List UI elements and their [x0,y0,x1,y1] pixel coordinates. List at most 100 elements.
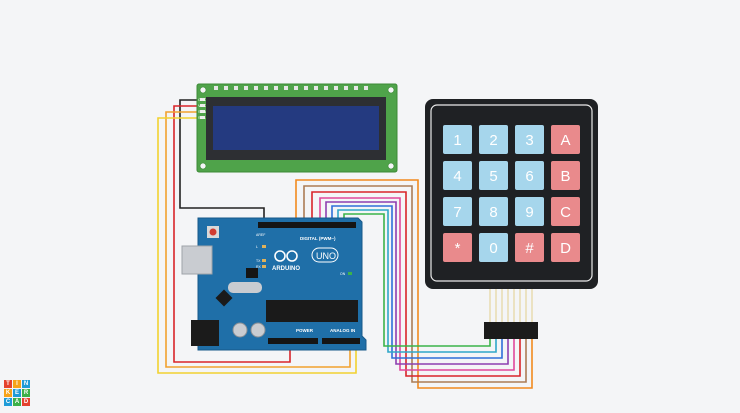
key-A[interactable]: A [551,125,580,154]
key-8[interactable]: 8 [479,197,508,226]
lcd-pin-gnd: GND [198,97,207,102]
uno-badge [311,247,339,263]
key-D[interactable]: D [551,233,580,262]
key-5[interactable]: 5 [479,161,508,190]
lcd-display[interactable]: GND VCC SDA SCL [196,83,398,173]
wire-keypad-5[interactable] [325,201,509,365]
key-label: C [560,204,571,221]
on-label: ON [340,272,346,276]
power-jack [191,320,219,346]
analog-header [322,338,360,344]
key-cap [551,233,580,262]
wire-keypad-7[interactable] [337,209,497,353]
key-label: B [560,168,570,185]
aref-label: AREF [256,233,265,237]
key-cap [443,161,472,190]
key-cap [443,233,472,262]
wire-vcc[interactable] [173,105,291,363]
key-cap [443,125,472,154]
key-star[interactable]: * [443,233,472,262]
key-cap [479,125,508,154]
key-6[interactable]: 6 [515,161,544,190]
key-cap [515,161,544,190]
key-cap [551,197,580,226]
key-1[interactable]: 1 [443,125,472,154]
arduino-logo [274,250,298,262]
key-label: 1 [453,132,461,149]
key-C[interactable]: C [551,197,580,226]
key-label: 2 [489,132,497,149]
key-label: 3 [525,132,533,149]
keypad-connector [484,322,538,339]
usb-chip [215,289,233,307]
capacitor-2 [250,322,266,338]
wire-keypad-3[interactable] [311,191,521,377]
key-cap [479,197,508,226]
key-label: 0 [489,240,497,257]
key-cap [515,197,544,226]
wire-gnd[interactable] [179,99,265,222]
led-label-l: L [256,245,258,249]
arduino-uno[interactable]: ARDUINO UNO DIGITAL (PWM~) AREF POWER AN… [181,217,367,351]
power-header [268,338,318,344]
wire-keypad-1[interactable] [295,179,533,389]
digital-label: DIGITAL (PWM~) [300,236,336,241]
lcd-pin-scl: SCL [198,115,207,120]
led-rx [262,265,266,268]
led-on [348,272,352,275]
lcd-pin-sda: SDA [198,109,207,114]
key-cap [551,125,580,154]
key-label: # [525,240,534,257]
key-cap [479,161,508,190]
key-2[interactable]: 2 [479,125,508,154]
keypad-border [430,104,593,282]
capacitor-1 [232,322,248,338]
key-label: 6 [525,168,533,185]
usb-connector [181,245,213,275]
keypad-ribbon [489,289,533,322]
logo-letter: C [4,398,12,406]
logo-letter: T [4,380,12,388]
wire-sda[interactable] [165,111,351,368]
crystal [228,282,262,293]
arduino-model: UNO [316,251,336,261]
key-3[interactable]: 3 [515,125,544,154]
lcd-screen [213,106,379,150]
key-label: 8 [489,204,497,221]
led-tx [262,259,266,262]
logo-letter: A [13,398,21,406]
power-label: POWER [296,328,314,333]
arduino-brand: ARDUINO [272,266,300,272]
key-7[interactable]: 7 [443,197,472,226]
wire-keypad-2[interactable] [303,185,527,383]
key-B[interactable]: B [551,161,580,190]
icsp-header [246,268,258,278]
logo-letter: E [13,389,21,397]
key-9[interactable]: 9 [515,197,544,226]
analog-label: ANALOG IN [330,328,355,333]
led-label-rx: RX [256,265,262,269]
wire-keypad-6[interactable] [331,205,503,359]
led-label-tx: TX [256,259,261,263]
led-l [262,245,266,248]
logo-letter: N [22,380,30,388]
key-cap [443,197,472,226]
key-cap [551,161,580,190]
wire-keypad-8[interactable] [343,213,491,347]
key-cap [515,125,544,154]
lcd-top-pins [214,86,368,90]
key-4[interactable]: 4 [443,161,472,190]
digital-header [258,222,356,228]
key-label: 5 [489,168,497,185]
logo-letter: K [4,389,12,397]
key-0[interactable]: 0 [479,233,508,262]
wire-keypad-4[interactable] [319,197,515,371]
key-hash[interactable]: # [515,233,544,262]
atmega-chip [266,300,358,322]
wire-scl[interactable] [157,117,357,374]
key-label: 4 [453,168,461,185]
logo-letter: D [22,398,30,406]
